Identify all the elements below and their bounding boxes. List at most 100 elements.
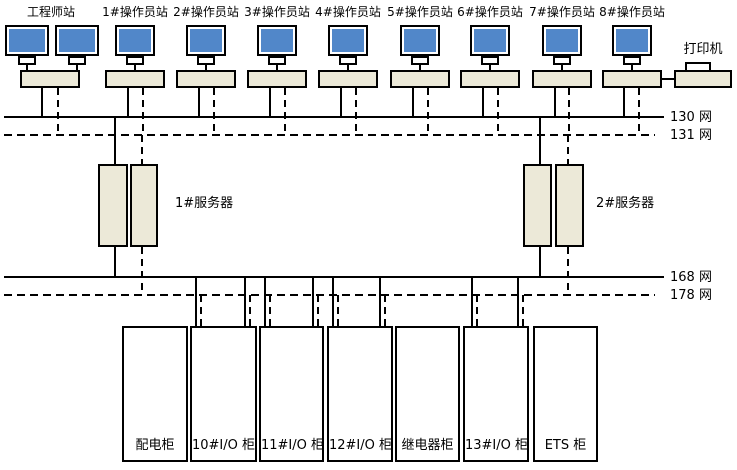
cabinet-drop-solid [312,277,314,326]
server2-uplink-solid [539,117,541,164]
stand-cable [561,64,563,70]
cable-to-net-130 [127,88,129,117]
cabinet-drop-dashed [522,295,524,326]
cable-to-net-130 [482,88,484,117]
cable-to-net-130 [412,88,414,117]
operator-station-1-label: 1#操作员站 [102,5,168,19]
cabinet-label: ETS 柜 [544,438,587,453]
cabinet-drop-solid [379,277,381,326]
workstation-base [532,70,592,88]
cable-to-net-131 [638,88,640,135]
monitor-screen [119,29,151,52]
operator-station-2-label: 2#操作员站 [173,5,239,19]
stand-cable [276,64,278,70]
net-131-label: 131 网 [670,128,712,143]
cabinet-label: 配电柜 [135,438,175,453]
server2-unit-a [523,164,552,247]
cable-to-net-131 [355,88,357,135]
monitor-screen [404,29,436,52]
server1-uplink-dashed [141,135,143,164]
monitor-screen [616,29,648,52]
server1-downlink-dashed [141,247,143,295]
io-cabinet-12: 12#I/O 柜 [327,326,393,462]
monitor-screen [474,29,506,52]
monitor-screen [59,29,95,52]
workstation-base [460,70,520,88]
workstation-base [390,70,450,88]
cabinet-drop-solid [332,277,334,326]
server2-downlink-solid [539,247,541,277]
cabinet-drop-dashed [476,295,478,326]
io-cabinet-10: 10#I/O 柜 [190,326,257,462]
workstation-base [602,70,662,88]
printer-label: 打印机 [683,42,723,57]
operator-station-8-label: 8#操作员站 [599,5,665,19]
io-cabinet-13: 13#I/O 柜 [463,326,529,462]
stand-cable [631,64,633,70]
monitor-screen [332,29,364,52]
power-distribution-cabinet: 配电柜 [122,326,188,462]
ets-cabinet: ETS 柜 [533,326,598,462]
monitor-icon [328,25,368,56]
cable-to-net-131 [213,88,215,135]
stand-cable [419,64,421,70]
cable-to-net-131 [568,88,570,135]
monitor-icon [612,25,652,56]
cable-to-net-130 [623,88,625,117]
net-131-bus-line [4,134,655,136]
cable-to-net-131 [57,88,59,135]
cable-to-net-131 [284,88,286,135]
cable-to-net-131 [497,88,499,135]
monitor-icon [55,25,99,56]
server2-unit-b [555,164,584,247]
cabinet-drop-solid [244,277,246,326]
server2-downlink-dashed [567,247,569,295]
stand-cable [26,64,28,70]
stand-cable [76,64,78,70]
net-168-label: 168 网 [670,270,712,285]
net-168-bus-line [4,276,664,278]
cable-to-net-130 [269,88,271,117]
cabinet-label: 13#I/O 柜 [465,438,529,453]
cable-to-net-130 [340,88,342,117]
server1-downlink-solid [114,247,116,277]
cabinet-label: 10#I/O 柜 [192,438,256,453]
workstation-base [318,70,378,88]
monitor-icon [115,25,155,56]
server1-uplink-solid [114,117,116,164]
cabinet-drop-dashed [269,295,271,326]
monitor-screen [9,29,45,52]
operator-station-5-label: 5#操作员站 [387,5,453,19]
cable-to-net-131 [427,88,429,135]
cabinet-label: 继电器柜 [401,438,454,453]
stand-cable [134,64,136,70]
cabinet-label: 12#I/O 柜 [329,438,393,453]
cable-to-net-130 [41,88,43,117]
net-178-label: 178 网 [670,288,712,303]
stand-cable [489,64,491,70]
cabinet-drop-dashed [384,295,386,326]
monitor-screen [190,29,222,52]
cable-to-net-131 [142,88,144,135]
monitor-screen [546,29,578,52]
cabinet-drop-solid [264,277,266,326]
server1-unit-a [98,164,128,247]
workstation-base [176,70,236,88]
monitor-icon [542,25,582,56]
monitor-icon [470,25,510,56]
monitor-icon [257,25,297,56]
server1-label: 1#服务器 [175,196,234,211]
cabinet-drop-dashed [337,295,339,326]
server2-label: 2#服务器 [596,196,655,211]
cable-to-net-130 [554,88,556,117]
cabinet-drop-solid [517,277,519,326]
stand-cable [347,64,349,70]
cable-to-net-130 [198,88,200,117]
operator-station-7-label: 7#操作员站 [529,5,595,19]
operator-station-6-label: 6#操作员站 [457,5,523,19]
relay-cabinet: 继电器柜 [395,326,460,462]
stand-cable [205,64,207,70]
server2-uplink-dashed [567,135,569,164]
monitor-screen [261,29,293,52]
